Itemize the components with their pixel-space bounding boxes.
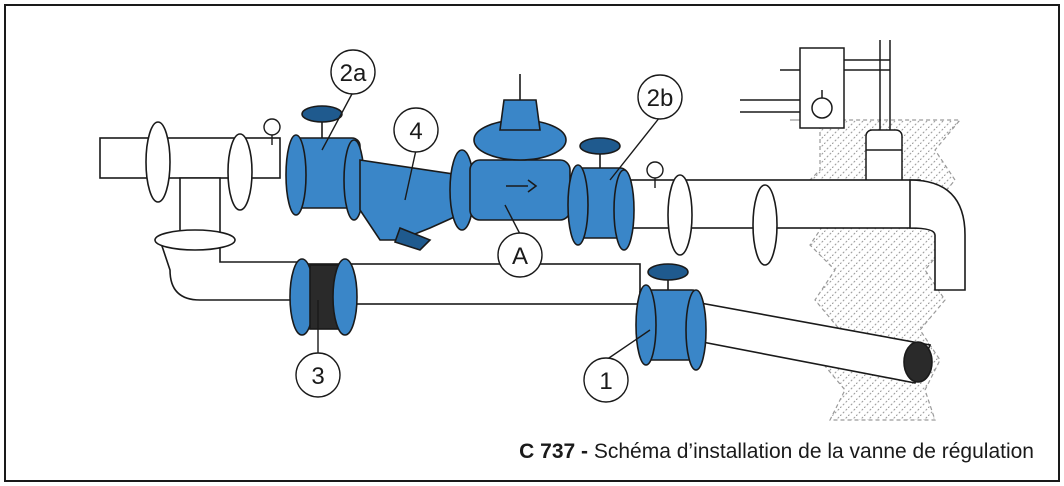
caption-text: Schéma d’installation de la vanne de rég… (593, 440, 1034, 463)
callouts (295, 49, 683, 403)
control-valve-A (449, 74, 571, 231)
caption-code: C 737 - (519, 440, 589, 463)
callout-1: 1 (599, 368, 612, 395)
figure-caption: C 737 - Schéma d’installation de la vann… (519, 440, 1034, 464)
dismantling-joint-3 (289, 258, 358, 336)
pressure-gauges (263, 118, 664, 188)
callout-4: 4 (409, 118, 422, 145)
valve-2a (285, 105, 365, 221)
callout-3: 3 (311, 363, 324, 390)
valve-2b (567, 137, 635, 251)
valve-1 (635, 263, 707, 371)
lower-pipe (158, 239, 933, 384)
callout-2b: 2b (647, 85, 674, 112)
flanges (145, 121, 778, 266)
callout-A: A (512, 243, 528, 270)
callout-2a: 2a (340, 60, 367, 87)
